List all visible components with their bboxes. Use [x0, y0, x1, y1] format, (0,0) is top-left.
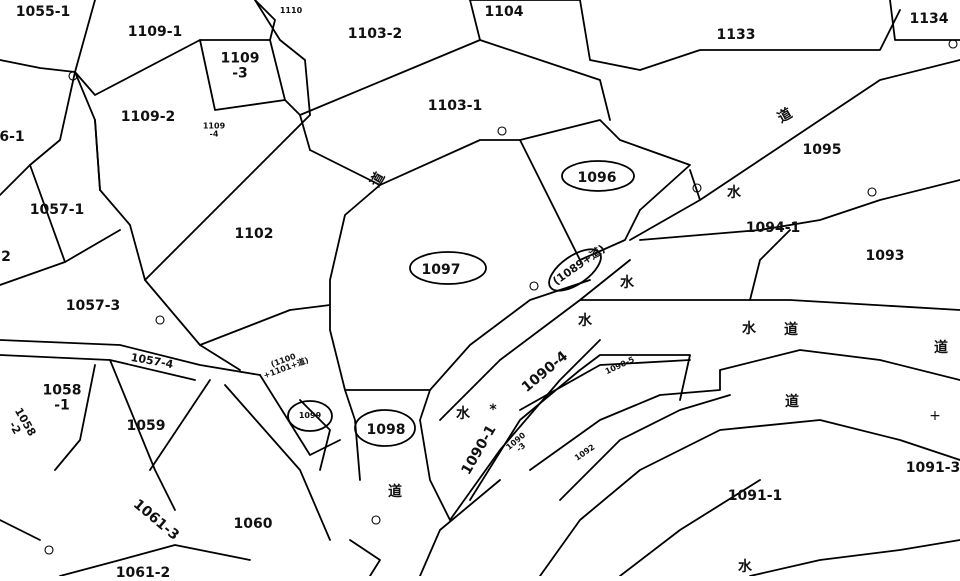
- parcel-1109-2: 1109-2: [120, 109, 176, 125]
- road-marker: 道: [785, 394, 799, 410]
- parcel-1104: 1104: [484, 4, 524, 20]
- road-marker: 道: [784, 322, 798, 338]
- parcel-1099: 1099: [298, 411, 322, 420]
- parcel-1103-2: 1103-2: [347, 26, 403, 42]
- water-marker: 水: [456, 406, 470, 422]
- water-marker: 水: [738, 559, 752, 575]
- parcel-1097: 1097: [421, 262, 461, 278]
- parcel-1091-1: 1091-1: [727, 488, 783, 504]
- parcel-1109-1: 1109-1: [127, 24, 183, 40]
- parcel-1102: 1102: [234, 226, 274, 242]
- parcel-1058-1: 1058 -1: [42, 382, 82, 413]
- parcel-1057-3: 1057-3: [65, 298, 121, 314]
- parcel-1060: 1060: [233, 516, 273, 532]
- parcel-1094-1: 1094-1: [745, 220, 801, 236]
- water-marker: 水: [727, 185, 741, 201]
- parcel-1133: 1133: [716, 27, 756, 43]
- water-marker: 水: [578, 313, 592, 329]
- parcel-1109-4: 1109 -4: [202, 121, 226, 139]
- parcel-1103-1: 1103-1: [427, 98, 483, 114]
- oval-1099: [287, 400, 333, 432]
- oval-1096: [561, 160, 635, 192]
- water-marker: 水: [742, 321, 756, 337]
- parcel-6-1: 6-1: [0, 129, 25, 145]
- parcel-1134: 1134: [909, 11, 949, 27]
- parcel-1061-2: 1061-2: [115, 565, 171, 581]
- parcel-1109-3: 1109 -3: [220, 50, 260, 81]
- parcel-1057-1: 1057-1: [29, 202, 85, 218]
- asterisk-marker: *: [489, 402, 497, 418]
- parcel-1055-1: 1055-1: [15, 4, 71, 20]
- parcel-1059: 1059: [126, 418, 166, 434]
- parcel-1096: 1096: [577, 170, 617, 186]
- parcel-2: 2: [1, 249, 11, 265]
- parcel-1091-3: 1091-3: [905, 460, 960, 476]
- road-marker: 道: [388, 484, 402, 500]
- water-marker: 水: [620, 275, 634, 291]
- parcel-1110: 1110: [279, 6, 303, 15]
- plus-marker: +: [929, 408, 941, 424]
- parcel-1098: 1098: [366, 422, 406, 438]
- oval-1089: [548, 248, 602, 292]
- oval-1097: [409, 251, 487, 285]
- parcel-1095: 1095: [802, 142, 842, 158]
- oval-1098: [354, 409, 416, 447]
- road-marker: 道: [934, 340, 948, 356]
- parcel-1093: 1093: [865, 248, 905, 264]
